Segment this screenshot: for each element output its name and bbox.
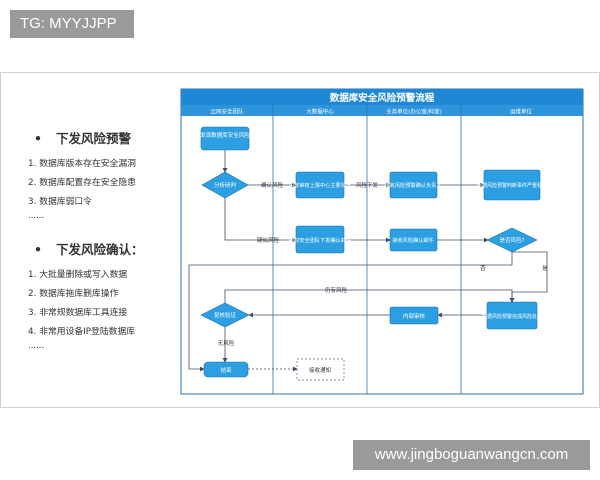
edge-label-no: 否 xyxy=(480,265,486,272)
lane-header-ops: 运维单位 xyxy=(510,108,533,116)
node-receive-warning: 接收风险预警确认负责人 xyxy=(384,171,442,199)
node-notice-label: 接收通知 xyxy=(309,366,331,374)
edge-no xyxy=(188,252,513,372)
node-complete: 根据风险预警完成风险处置 xyxy=(482,301,542,330)
list-item: 2. 数据库拖库删库操作 xyxy=(28,289,119,299)
list-item: 1. 大批量删除或写入数据 xyxy=(28,270,128,280)
node-receive-warning-label: 接收风险预警确认负责人 xyxy=(384,181,441,189)
node-end: 结束 xyxy=(203,361,249,378)
list-item: 3. 非常规数据库工具连接 xyxy=(28,308,128,318)
list-ellipsis: ...... xyxy=(28,341,45,351)
flow-title: 数据库安全风险预警流程 xyxy=(329,92,435,104)
lane-header-bigdata: 大数据中心 xyxy=(306,108,334,116)
node-assess-label: 根据风险预警判断事件严重程度 xyxy=(477,182,547,189)
edge-label-yes: 是 xyxy=(542,265,548,272)
node-assess: 根据风险预警判断事件严重程度 xyxy=(477,169,547,201)
edge-label-no-risk: 无风险 xyxy=(218,339,235,347)
list-item: 3. 数据库弱口令 xyxy=(28,197,92,207)
node-report: 内部审核上报中心主要领导 xyxy=(289,171,351,199)
bullet-dot-icon: • xyxy=(34,131,42,146)
node-notice: 接收通知 xyxy=(296,358,345,381)
list-ellipsis: ...... xyxy=(28,211,45,221)
node-end-label: 结束 xyxy=(220,366,232,374)
edge-still-risk xyxy=(224,289,515,303)
node-discover: 发现数据库安全风险 xyxy=(200,126,250,151)
node-authorize: 授权安全团队下发确认邮件 xyxy=(289,225,351,254)
node-analyze-label: 分析研判 xyxy=(214,181,236,189)
edge-label-confirm-risk: 确认风险 xyxy=(261,181,284,189)
edge-suspected-risk xyxy=(224,198,297,243)
node-complete-label: 根据风险预警完成风险处置 xyxy=(482,313,542,320)
edge-label-suspected-risk: 疑似风险 xyxy=(257,236,280,244)
bullet-dot-icon: • xyxy=(34,242,42,257)
flow-title-bar xyxy=(181,89,583,105)
node-is-risk-label: 是否风险? xyxy=(500,236,525,244)
section-warning-title: •下发风险预警 xyxy=(34,131,132,146)
lane-header-bar xyxy=(181,105,583,116)
node-receive-confirm: 接收风险确认邮件 xyxy=(389,228,438,252)
list-item: 4. 非常用设备IP登陆数据库 xyxy=(28,327,136,337)
edge-label-risk-issue: 风险下发 xyxy=(356,181,379,189)
node-is-risk: 是否风险? xyxy=(486,227,538,253)
node-report-label: 内部审核上报中心主要领导 xyxy=(289,181,351,189)
node-receive-confirm-label: 接收风险确认邮件 xyxy=(392,236,434,244)
node-internal-review-label: 内部审核 xyxy=(403,312,426,320)
node-verify-label: 复核验证 xyxy=(214,311,237,319)
list-item: 1. 数据库版本存在安全漏洞 xyxy=(28,159,136,169)
section-confirm-title: •下发风险确认： xyxy=(34,242,144,257)
lane-header-business: 业务单位(办公室/科室) xyxy=(386,108,442,116)
node-authorize-label: 授权安全团队下发确认邮件 xyxy=(289,236,351,244)
left-panel: •下发风险预警 1. 数据库版本存在安全漏洞 2. 数据库配置存在安全隐患 3.… xyxy=(28,128,178,351)
node-discover-label: 发现数据库安全风险 xyxy=(200,131,250,139)
node-internal-review: 内部审核 xyxy=(389,306,439,325)
lane-header-security: 云网安全团队 xyxy=(210,108,244,116)
edge-label-still-risk: 仍有风险 xyxy=(325,286,348,294)
node-analyze: 分析研判 xyxy=(201,171,249,199)
list-item: 2. 数据库配置存在安全隐患 xyxy=(28,178,136,188)
node-verify: 复核验证 xyxy=(200,302,250,328)
watermark-bottom: www.jingboguanwangcn.com xyxy=(353,440,590,470)
watermark-top: TG: MYYJJPP xyxy=(10,10,134,38)
